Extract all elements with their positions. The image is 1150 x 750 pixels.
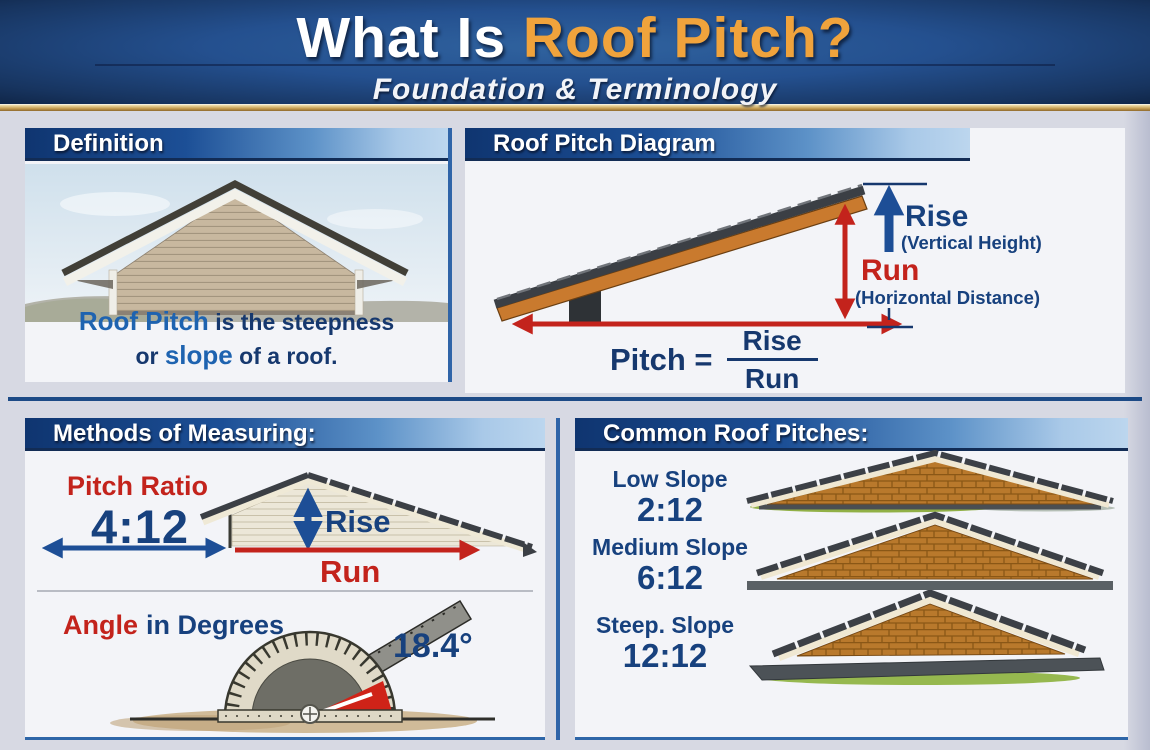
common-roof-pitches-panel: Common Roof Pitches: Low Slope 2:12 Medi… <box>575 418 1128 740</box>
page-title-white: What Is <box>296 6 523 70</box>
slope-ratio: 2:12 <box>636 491 704 528</box>
pitch-formula: Pitch = Rise Run <box>610 326 818 394</box>
angle-rest: in Degrees <box>146 610 284 640</box>
pitch-diagram-illustration: Rise (Vertical Height) Run (Horizontal D… <box>493 182 1042 335</box>
slope-name: Medium Slope <box>592 534 748 560</box>
formula-numerator: Rise <box>726 326 818 362</box>
sloped-roof <box>493 183 868 322</box>
medium-slope-roof-illustration <box>747 511 1113 590</box>
formula-lhs: Pitch = <box>610 341 713 377</box>
angle-label: Angle in Degrees <box>63 610 284 640</box>
definition-panel: Definition Roof Pitch is the steepness o… <box>25 128 452 382</box>
angle-value: 18.4° <box>393 627 473 665</box>
definition-text-part: is the steepness <box>208 309 395 336</box>
rise-sublabel: (Vertical Height) <box>901 232 1042 253</box>
roof-edge <box>61 180 409 277</box>
page-title: What Is Roof Pitch? <box>0 0 1150 71</box>
page-subtitle: Foundation & Terminology <box>372 73 778 106</box>
title-underline-rule <box>95 64 1055 66</box>
definition-keyword: Roof Pitch <box>78 306 209 337</box>
definition-text-part: or <box>135 342 165 369</box>
page-title-orange: Roof Pitch? <box>522 6 854 70</box>
definition-text: Roof Pitch is the steepness or slope of … <box>25 305 448 372</box>
formula-denominator: Run <box>744 363 800 395</box>
measuring-illustration: Pitch Ratio 4:12 Rise Run Angle in Degree… <box>37 471 537 733</box>
run-label: Run <box>320 554 380 589</box>
low-slope-label: Low Slope 2:12 <box>595 466 745 529</box>
house <box>61 180 409 316</box>
pitch-ratio-value: 4:12 <box>91 500 189 553</box>
slope-name: Steep. Slope <box>595 612 735 638</box>
gold-divider-rule <box>0 104 1150 111</box>
rise-label: Rise <box>325 504 390 539</box>
medium-slope-label: Medium Slope 6:12 <box>590 534 750 597</box>
definition-text-part: of a roof. <box>232 342 338 369</box>
diagram-panel-header: Roof Pitch Diagram <box>465 128 970 161</box>
slope-name: Low Slope <box>612 466 728 492</box>
angle-word: Angle <box>63 610 138 640</box>
slope-ratio: 6:12 <box>636 559 704 596</box>
horizontal-section-divider <box>8 397 1142 401</box>
methods-panel-header: Methods of Measuring: <box>25 418 545 451</box>
roof-pitch-diagram-panel: Roof Pitch Diagram Rise (Vertical Height… <box>465 128 1125 394</box>
definition-keyword: slope <box>164 339 233 370</box>
cloud <box>60 192 170 216</box>
run-sublabel: (Horizontal Distance) <box>855 287 1040 308</box>
run-label: Run <box>861 254 919 287</box>
cloud <box>327 209 423 229</box>
formula-fraction: Rise Run <box>726 326 818 395</box>
steep-slope-roof-illustration <box>748 590 1105 685</box>
low-slope-roof-illustration <box>746 449 1115 513</box>
vertical-panel-divider <box>556 418 560 740</box>
methods-of-measuring-panel: Methods of Measuring: Pitch Ratio 4:12 R… <box>25 418 545 740</box>
rise-label: Rise <box>905 200 968 233</box>
slope-ratio: 12:12 <box>622 637 708 674</box>
pitch-ratio-label: Pitch Ratio <box>67 471 208 501</box>
protractor-illustration <box>110 599 495 733</box>
definition-panel-header: Definition <box>25 128 448 161</box>
house-illustration <box>25 164 448 322</box>
header-banner: What Is Roof Pitch? Foundation & Termino… <box>0 0 1150 106</box>
steep-slope-label: Steep. Slope 12:12 <box>585 612 745 675</box>
common-panel-header: Common Roof Pitches: <box>575 418 1128 451</box>
roof-fascia <box>62 188 408 286</box>
